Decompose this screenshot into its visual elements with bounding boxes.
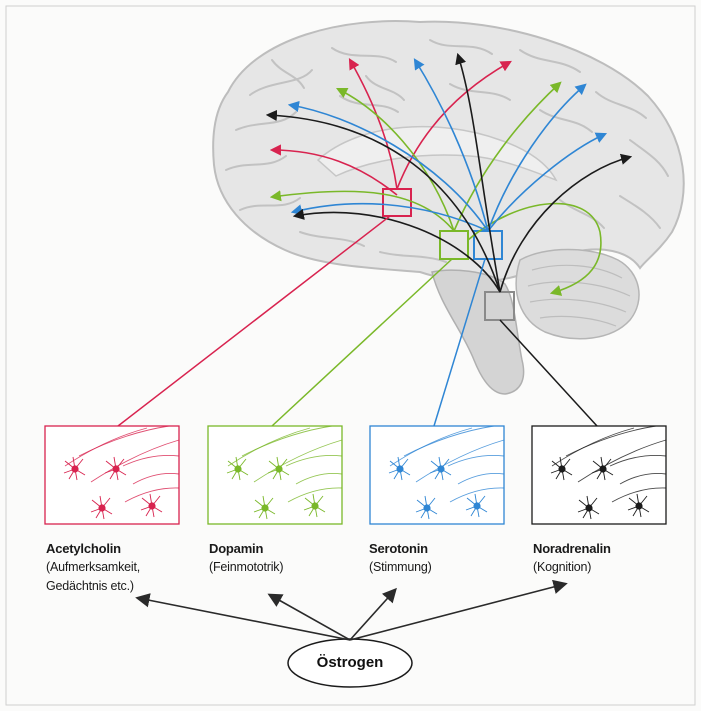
arrow-to-serotonin (349, 587, 397, 641)
neuron-icon (429, 456, 452, 481)
noradrenalin-connector (499, 319, 598, 427)
neuron-icon (627, 493, 650, 518)
arrow-to-acetylcholin (135, 593, 351, 641)
neuron-icon (253, 495, 276, 520)
dopamin-projections (269, 81, 602, 296)
arrow-to-noradrenalin (349, 579, 568, 641)
noradrenalin-description: (Kognition) (533, 560, 592, 574)
oestrogen-arrows (135, 579, 568, 641)
neuron-icon (63, 456, 86, 481)
neuron-icon (226, 456, 249, 481)
acetylcholin-description: (Aufmerksamkeit, Gedächtnis etc.) (46, 560, 141, 593)
neuron-icon (591, 456, 614, 481)
neuron-icon (90, 495, 113, 520)
acetylcholin-name: Acetylcholin (46, 541, 121, 556)
brainstem-shape (431, 269, 525, 395)
neuron-icon (303, 493, 326, 518)
serotonin-projections (287, 58, 608, 232)
arrow-to-dopamin (267, 593, 351, 641)
noradrenalin-panel (531, 425, 667, 525)
noradrenalin-name: Noradrenalin (533, 541, 611, 556)
neuron-icon (577, 495, 600, 520)
neuron-icon (388, 456, 411, 481)
oestrogen-label: Östrogen (316, 654, 384, 671)
dopamin-name: Dopamin (209, 541, 264, 556)
noradrenalin-projections (265, 52, 633, 293)
neuron-icon (415, 495, 438, 520)
cerebellum-shape (515, 248, 640, 340)
dopamin-label: Dopamin (Feinmototrik) (209, 539, 283, 577)
brain-illustration (212, 20, 685, 395)
serotonin-panel (369, 425, 505, 525)
neuron-icon (465, 493, 488, 518)
acetylcholin-panel (44, 425, 180, 525)
acetylcholin-label: Acetylcholin (Aufmerksamkeit, Gedächtnis… (46, 539, 140, 596)
serotonin-description: (Stimmung) (369, 560, 432, 574)
noradrenalin-label: Noradrenalin (Kognition) (533, 539, 611, 577)
serotonin-label: Serotonin (Stimmung) (369, 539, 432, 577)
dopamin-panel (207, 425, 343, 525)
dopamin-description: (Feinmototrik) (209, 560, 284, 574)
dopamin-connector (271, 258, 453, 427)
neuron-icon (550, 456, 573, 481)
acetylcholin-connector (117, 215, 391, 427)
neuron-icon (140, 493, 163, 518)
acetylcholin-projections (269, 58, 512, 196)
serotonin-connector (433, 258, 486, 427)
neuron-icon (267, 456, 290, 481)
neuron-icon (104, 456, 127, 481)
serotonin-name: Serotonin (369, 541, 428, 556)
